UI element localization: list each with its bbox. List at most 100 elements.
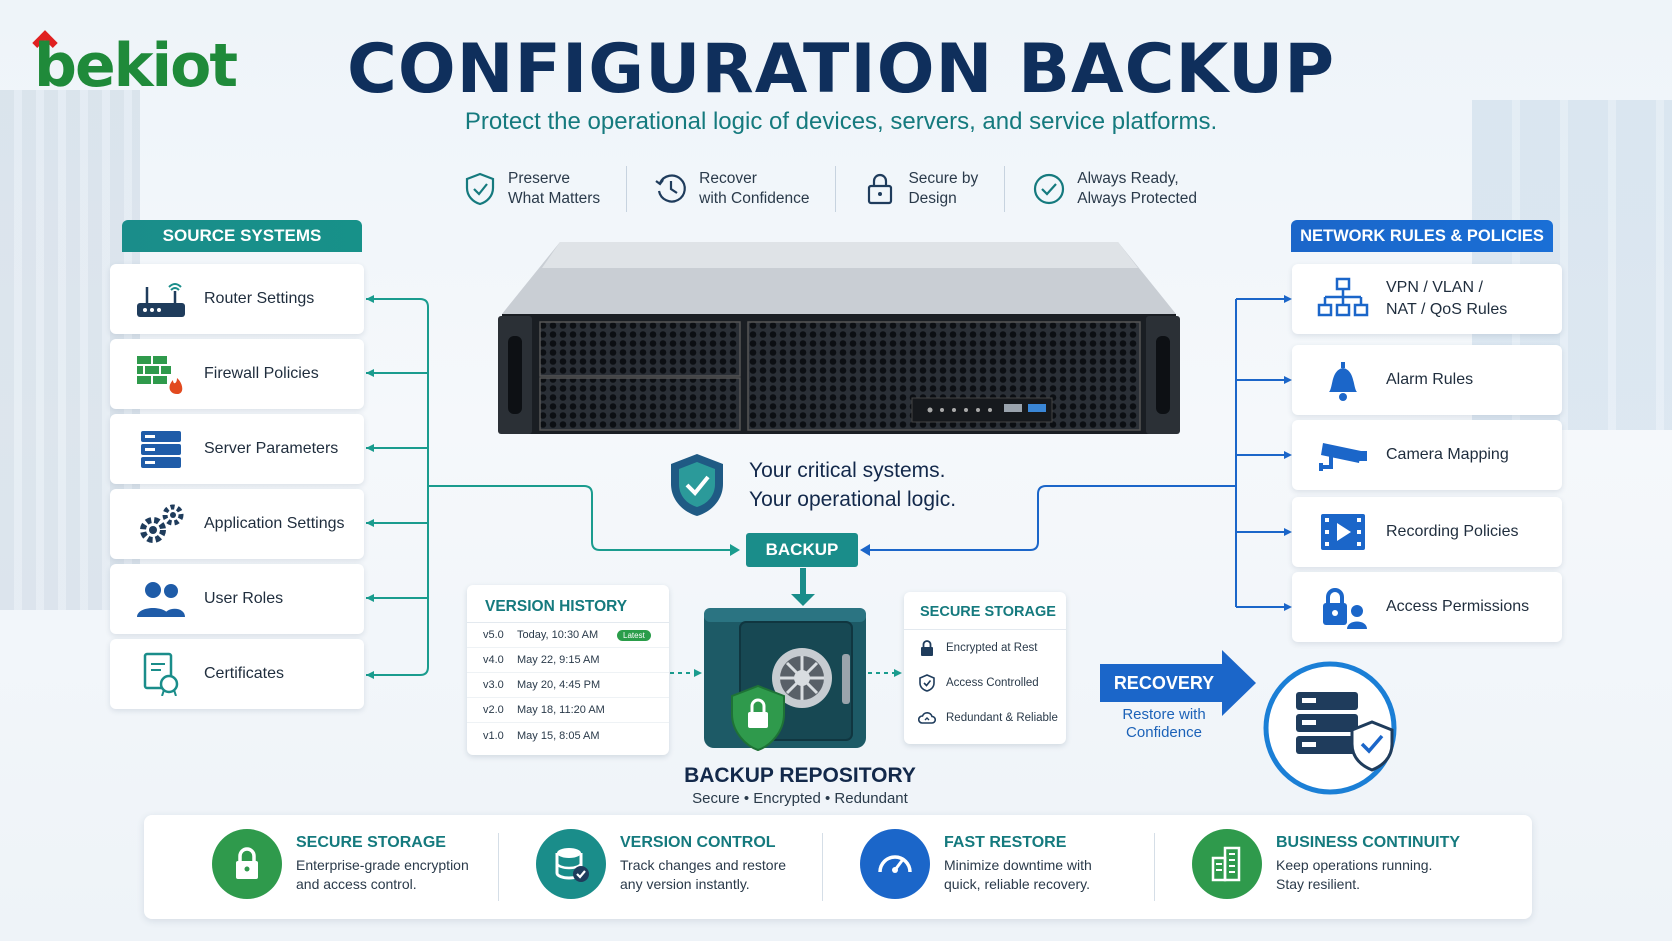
source-item-firewall[interactable]: Firewall Policies (110, 339, 364, 409)
version-number: v1.0 (483, 729, 504, 742)
rule-item-camera[interactable]: Camera Mapping (1292, 420, 1562, 490)
brand-logo: bekiot (34, 31, 238, 101)
feature-fast-restore: FAST RESTORE Minimize downtime with quic… (860, 829, 1092, 899)
shield-icon (919, 673, 935, 692)
check-circle-icon (1034, 173, 1065, 205)
server-appliance-image (498, 242, 1180, 434)
storage-feature: Access Controlled (904, 665, 1066, 700)
rule-item-label: Access Permissions (1386, 598, 1530, 615)
feature-title: FAST RESTORE (944, 834, 1067, 851)
feature-description: Enterprise-grade encryption and access c… (296, 857, 469, 892)
rule-item-label: Recording Policies (1386, 523, 1519, 540)
source-item-label: Firewall Policies (204, 365, 319, 382)
certificate-icon (143, 652, 179, 696)
alarm-bell-icon (1329, 362, 1357, 401)
feature-bar: SECURE STORAGE Enterprise-grade encrypti… (144, 815, 1532, 919)
pillar-text: Always Ready, Always Protected (1077, 170, 1198, 207)
lock-icon (921, 639, 933, 656)
storage-feature-label: Access Controlled (946, 676, 1039, 689)
feature-icon-badge (1192, 829, 1262, 899)
version-row[interactable]: v4.0 May 22, 9:15 AM (467, 648, 669, 673)
recovery-label: RECOVERY (1113, 673, 1215, 693)
rule-item-access[interactable]: Access Permissions (1292, 572, 1562, 642)
shield-check-icon (671, 454, 723, 516)
version-number: v3.0 (483, 679, 504, 691)
feature-description: Keep operations running. Stay resilient. (1276, 857, 1433, 892)
padlock-icon (868, 173, 893, 205)
source-item-certificates[interactable]: Certificates (110, 639, 364, 709)
pillar-text: Secure by Design (908, 170, 979, 207)
storage-feature: Encrypted at Rest (904, 630, 1066, 665)
pillar-text: Preserve What Matters (508, 170, 601, 207)
source-item-application[interactable]: Application Settings (110, 489, 364, 559)
network-rules-header: NETWORK RULES & POLICIES (1291, 220, 1553, 252)
feature-secure-storage: SECURE STORAGE Enterprise-grade encrypti… (212, 829, 469, 899)
cloud-sync-icon (918, 711, 936, 724)
version-date: May 22, 9:15 AM (517, 654, 600, 666)
feature-divider (1154, 833, 1155, 901)
version-row[interactable]: v3.0 May 20, 4:45 PM (467, 673, 669, 698)
gears-icon (140, 504, 184, 543)
version-number: v2.0 (483, 704, 504, 716)
version-date: Today, 10:30 AM (517, 629, 599, 641)
pillar-secure: Secure by Design (836, 166, 1006, 212)
rule-item-vpn[interactable]: VPN / VLAN / NAT / QoS Rules (1292, 264, 1562, 334)
version-history-panel: VERSION HISTORY v5.0 Today, 10:30 AM Lat… (467, 585, 669, 755)
rule-item-alarm[interactable]: Alarm Rules (1292, 345, 1562, 415)
feature-title: VERSION CONTROL (620, 834, 776, 851)
pillar-text: Recover with Confidence (699, 170, 810, 207)
version-number: v4.0 (483, 654, 504, 666)
center-tagline: Your critical systems. Your operational … (749, 456, 956, 514)
buildings-icon (1211, 846, 1241, 882)
source-item-label: Certificates (204, 665, 285, 682)
feature-icon-badge (212, 829, 282, 899)
source-item-label: Router Settings (204, 290, 315, 307)
secure-storage-title: SECURE STORAGE (904, 592, 1066, 630)
feature-icon-badge (860, 829, 930, 899)
version-row[interactable]: v5.0 Today, 10:30 AM Latest (467, 623, 669, 648)
feature-divider (822, 833, 823, 901)
source-item-server[interactable]: Server Parameters (110, 414, 364, 484)
pillar-ready: Always Ready, Always Protected (1005, 166, 1223, 212)
padlock-icon (236, 847, 258, 879)
source-item-router[interactable]: Router Settings (110, 264, 364, 334)
recovery-subtitle: Restore with Confidence (1122, 706, 1206, 741)
version-row[interactable]: v1.0 May 15, 8:05 AM (467, 723, 669, 748)
source-systems-header: SOURCE SYSTEMS (122, 220, 362, 252)
source-item-label: Server Parameters (204, 440, 339, 457)
users-icon (137, 582, 185, 617)
router-icon (137, 283, 185, 317)
feature-business-continuity: BUSINESS CONTINUITY Keep operations runn… (1192, 829, 1460, 899)
rule-item-label: VPN / VLAN / NAT / QoS Rules (1386, 279, 1508, 318)
tagline-line-1: Your critical systems. (749, 459, 946, 482)
version-date: May 20, 4:45 PM (517, 679, 601, 691)
feature-version-control: VERSION CONTROL Track changes and restor… (536, 829, 786, 899)
storage-feature-label: Encrypted at Rest (946, 641, 1038, 654)
page-title: CONFIGURATION BACKUP (346, 30, 1336, 109)
feature-title: SECURE STORAGE (296, 834, 446, 851)
video-play-icon (1321, 514, 1365, 550)
feature-description: Minimize downtime with quick, reliable r… (944, 857, 1092, 892)
backup-safe-image (704, 608, 866, 752)
storage-feature-label: Redundant & Reliable (946, 711, 1058, 724)
storage-feature: Redundant & Reliable (904, 700, 1066, 735)
version-date: May 15, 8:05 AM (517, 729, 600, 742)
version-row[interactable]: v2.0 May 18, 11:20 AM (467, 698, 669, 723)
feature-icon-badge (536, 829, 606, 899)
version-history-title: VERSION HISTORY (467, 585, 669, 623)
rule-item-label: Camera Mapping (1386, 446, 1509, 463)
repository-subtitle: Secure • Encrypted • Redundant (692, 790, 908, 807)
database-check-icon (555, 848, 589, 882)
pillar-recover: Recover with Confidence (627, 166, 837, 212)
value-pillars: Preserve What Matters Recover with Confi… (462, 166, 1223, 212)
tagline-line-2: Your operational logic. (749, 488, 957, 511)
feature-title: BUSINESS CONTINUITY (1276, 834, 1461, 851)
version-date: May 18, 11:20 AM (517, 704, 605, 716)
server-rack-icon (141, 431, 181, 468)
firewall-icon (137, 356, 183, 394)
rule-item-recording[interactable]: Recording Policies (1292, 497, 1562, 567)
source-item-user-roles[interactable]: User Roles (110, 564, 364, 634)
recovery-arrow-shape (1100, 650, 1256, 716)
source-item-label: Application Settings (204, 515, 345, 532)
feature-description: Track changes and restore any version in… (620, 857, 787, 892)
